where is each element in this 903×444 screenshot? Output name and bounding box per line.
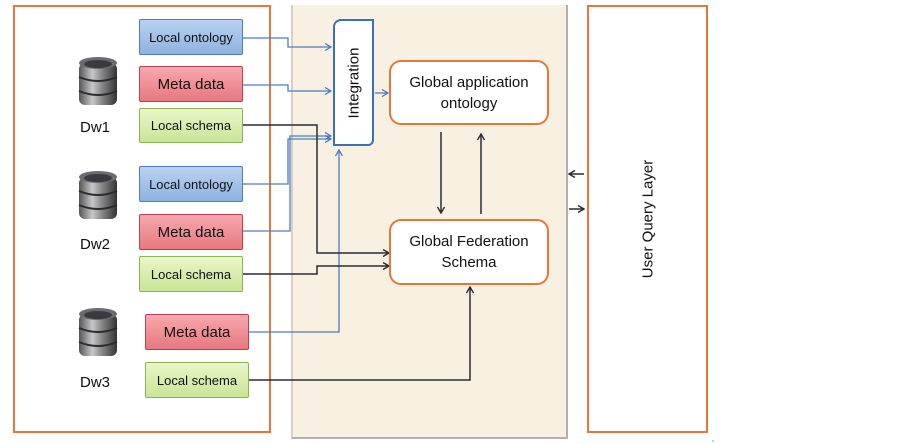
database-icon — [78, 57, 118, 105]
wire-dw1-schema — [243, 124, 389, 253]
global-application-ontology-box: Global application ontology — [389, 60, 549, 125]
integration-box: Integration — [333, 19, 374, 146]
wire-dw3-schema — [248, 287, 470, 381]
wire-dw2-schema — [243, 266, 389, 275]
global-ontology-line-2: ontology — [440, 94, 498, 112]
wire-dw1-ontology — [243, 37, 331, 47]
dw2-meta-data: Meta data — [139, 214, 243, 250]
global-schema-line-2: Schema — [441, 254, 497, 271]
dw1-meta-data: Meta data — [139, 66, 243, 102]
integration-label: Integration — [345, 47, 362, 118]
dw2-local-ontology: Local ontology — [139, 166, 243, 202]
dw3-meta-data: Meta data — [145, 314, 249, 350]
dw3-local-schema: Local schema — [145, 362, 249, 398]
dw3-label: Dw3 — [80, 374, 111, 391]
dw2-label: Dw2 — [80, 236, 111, 253]
dw1-local-ontology: Local ontology — [139, 19, 243, 55]
wire-dw2-meta — [243, 136, 331, 232]
wire-dw3-meta — [248, 150, 339, 333]
wire-dw2-ontology — [243, 139, 331, 185]
dw1-local-schema: Local schema — [139, 108, 243, 143]
global-federation-schema-box: Global Federation Schema — [389, 219, 549, 285]
wire-dw1-meta — [243, 84, 331, 91]
user-query-layer-panel: User Query Layer — [587, 5, 708, 433]
dw2-local-schema: Local schema — [139, 256, 243, 292]
dw1-label: Dw1 — [80, 119, 111, 136]
database-icon — [78, 171, 118, 219]
database-icon — [78, 308, 118, 356]
global-schema-line-1: Global Federation — [409, 233, 529, 250]
stray-dot — [712, 440, 714, 442]
global-ontology-line-1: Global application — [409, 73, 529, 91]
